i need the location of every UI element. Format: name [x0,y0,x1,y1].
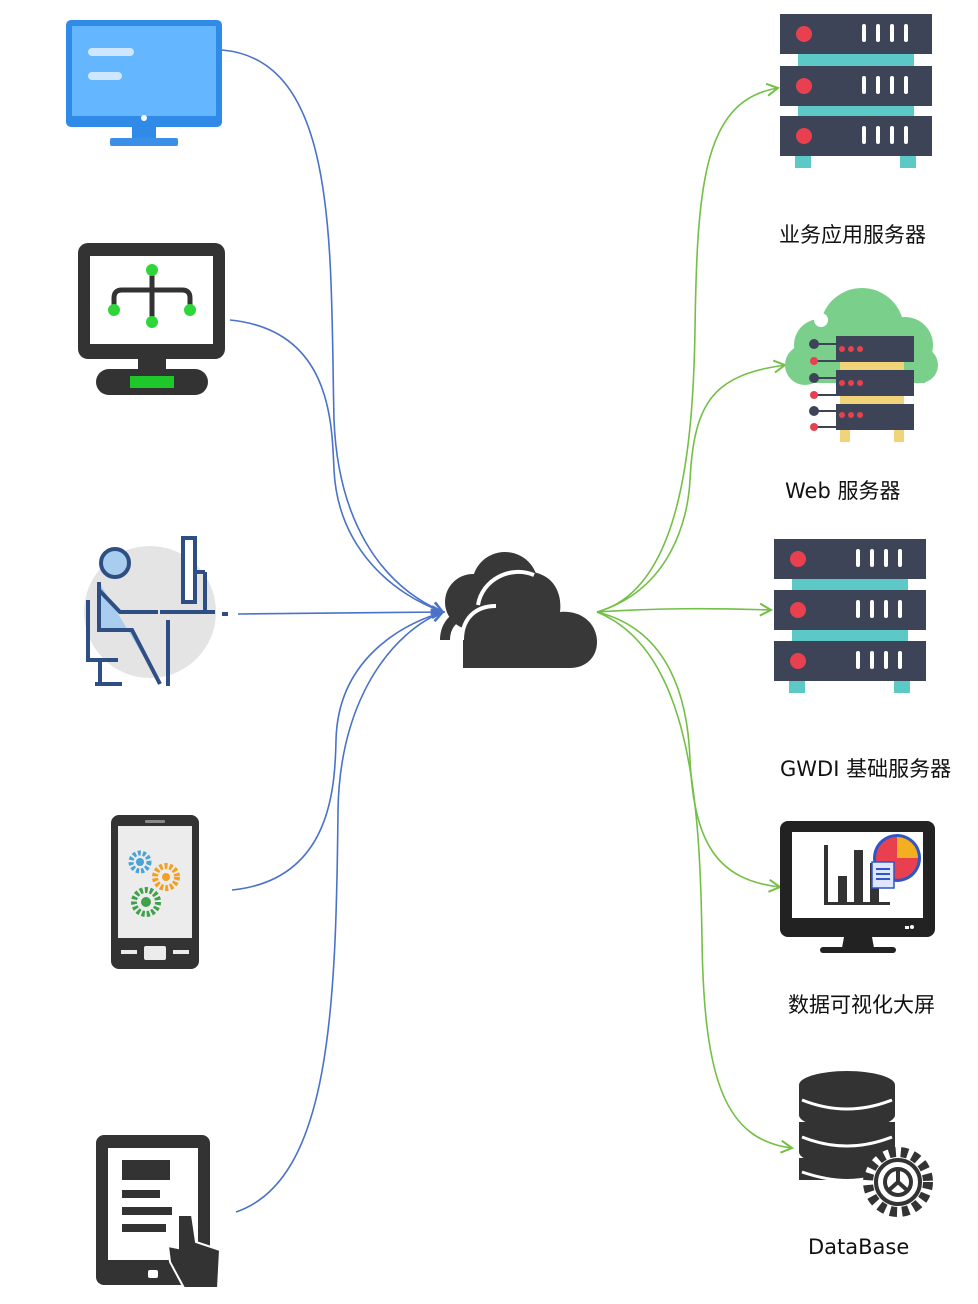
cloud-gap [460,569,535,641]
label-gwdi-server: GWDI 基础服务器 [780,757,952,781]
outbound-connectors [596,88,792,1148]
connector-business-server [596,88,778,613]
connector-phone [231,612,443,891]
mobile-phone-icon [111,815,199,969]
desktop-monitor-icon [66,20,222,146]
label-database: DataBase [808,1235,910,1259]
connector-database [596,611,792,1148]
connector-tablet [235,612,443,1213]
label-business-server: 业务应用服务器 [779,223,926,247]
network-monitor-icon [78,243,225,395]
database-icon [799,1071,933,1217]
label-dashboard: 数据可视化大屏 [788,993,935,1017]
connector-worker [237,612,443,614]
connector-desktop [221,49,443,612]
gear-icon [863,1147,933,1217]
cloud-icon [440,552,597,668]
connector-dashboard [596,611,780,887]
tablet-touch-icon [96,1135,222,1289]
office-worker-icon [84,536,228,686]
business-server-icon [780,14,932,168]
connector-gwdi-server [596,609,771,612]
web-server-icon [785,288,938,442]
gear-icon [128,850,180,917]
connector-network-monitor [229,319,443,612]
label-web-server: Web 服务器 [785,479,901,503]
inbound-connectors [221,49,443,1213]
dashboard-screen-icon [780,821,935,953]
connector-web-server [596,365,785,613]
gwdi-server-icon [774,539,926,693]
